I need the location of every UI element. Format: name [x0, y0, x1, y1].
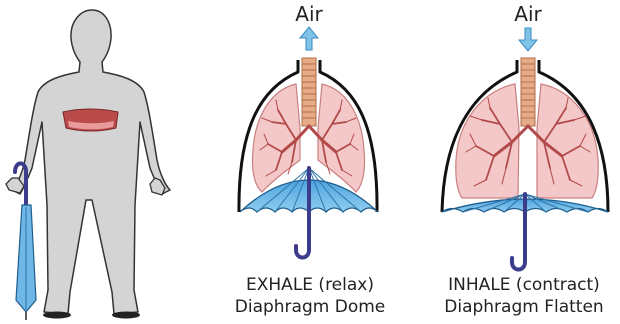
diaphragm-band [63, 109, 118, 131]
exhale-caption-line2: Diaphragm Dome [220, 296, 400, 318]
left-lung [456, 84, 519, 198]
open-umbrella-flat-icon [442, 194, 608, 270]
trachea [521, 58, 535, 126]
trachea [302, 58, 316, 126]
inhale-diagram [442, 28, 608, 270]
right-lung [318, 84, 365, 192]
air-in-arrow-icon [519, 28, 537, 51]
exhale-diagram [239, 27, 378, 258]
body-silhouette [12, 10, 170, 314]
inhale-caption-line2: Diaphragm Flatten [430, 296, 618, 318]
air-out-arrow-icon [300, 27, 318, 50]
exhale-caption: EXHALE (relax) Diaphragm Dome [220, 274, 400, 318]
exhale-air-label: Air [289, 2, 329, 26]
feet [43, 312, 140, 319]
exhale-caption-line1: EXHALE (relax) [220, 274, 400, 296]
inhale-caption: INHALE (contract) Diaphragm Flatten [430, 274, 618, 318]
inhale-caption-line1: INHALE (contract) [430, 274, 618, 296]
inhale-air-label: Air [508, 2, 548, 26]
human-figure [6, 10, 170, 320]
